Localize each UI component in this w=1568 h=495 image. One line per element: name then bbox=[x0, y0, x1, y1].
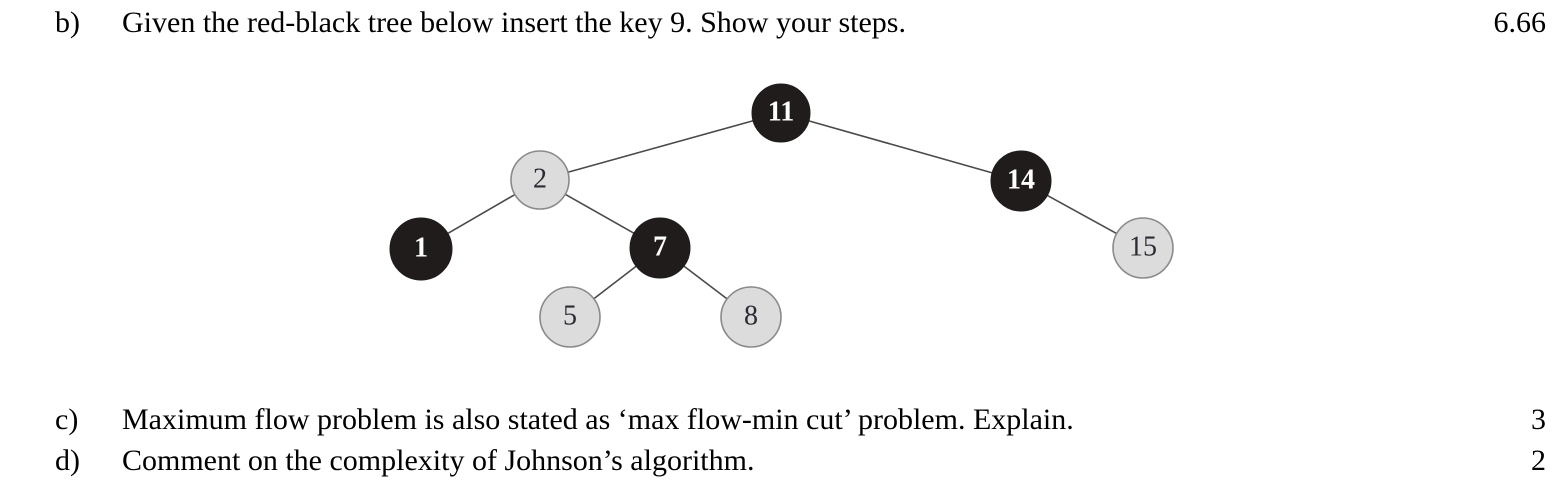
question-text-b: Given the red-black tree below insert th… bbox=[122, 6, 906, 39]
tree-node-circle-14 bbox=[990, 150, 1052, 212]
tree-node-2: 2 bbox=[510, 150, 570, 210]
question-label-d: d) bbox=[55, 444, 80, 477]
tree-node-label-11: 11 bbox=[768, 96, 794, 127]
tree-edge-11-2 bbox=[566, 119, 755, 174]
tree-node-7: 7 bbox=[629, 217, 691, 279]
tree-node-circle-1 bbox=[389, 217, 453, 281]
tree-node-8: 8 bbox=[720, 286, 782, 348]
tree-edge-7-8 bbox=[682, 264, 729, 301]
question-row-d: d) Comment on the complexity of Johnson’… bbox=[55, 446, 754, 476]
tree-node-label-14: 14 bbox=[1007, 164, 1035, 195]
tree-edge-11-14 bbox=[807, 119, 994, 174]
tree-node-label-5: 5 bbox=[563, 300, 577, 331]
question-marks-d: 2 bbox=[1531, 444, 1546, 477]
question-marks-c: 3 bbox=[1531, 403, 1546, 436]
tree-node-circle-11 bbox=[751, 83, 811, 143]
tree-node-label-2: 2 bbox=[533, 163, 547, 194]
tree-edge-7-5 bbox=[592, 265, 638, 300]
tree-edge-14-15 bbox=[1046, 194, 1118, 235]
tree-node-circle-5 bbox=[539, 286, 601, 348]
tree-node-layer: 11 2 14 1 7 15 5 8 bbox=[389, 83, 1174, 348]
tree-node-14: 14 bbox=[990, 150, 1052, 212]
tree-node-11: 11 bbox=[751, 83, 811, 143]
tree-node-label-8: 8 bbox=[744, 300, 758, 331]
red-black-tree-figure: 11 2 14 1 7 15 5 8 bbox=[389, 83, 1174, 348]
tree-node-circle-15 bbox=[1112, 217, 1174, 279]
tree-node-label-7: 7 bbox=[653, 231, 667, 262]
question-text-d: Comment on the complexity of Johnson’s a… bbox=[122, 444, 755, 477]
tree-node-circle-8 bbox=[720, 286, 782, 348]
question-marks-b: 6.66 bbox=[1493, 6, 1547, 39]
tree-node-circle-2 bbox=[510, 150, 570, 210]
tree-node-circle-7 bbox=[629, 217, 691, 279]
tree-edge-2-7 bbox=[563, 193, 636, 235]
tree-edge-layer bbox=[446, 119, 1118, 301]
tree-node-label-15: 15 bbox=[1129, 231, 1157, 262]
tree-edge-2-1 bbox=[446, 193, 517, 235]
question-row-c: c) Maximum flow problem is also stated a… bbox=[55, 405, 1074, 435]
tree-node-15: 15 bbox=[1112, 217, 1174, 279]
question-row-b: b) Given the red-black tree below insert… bbox=[55, 8, 906, 38]
question-label-b: b) bbox=[55, 6, 80, 39]
question-text-c: Maximum flow problem is also stated as ‘… bbox=[122, 403, 1074, 436]
tree-node-1: 1 bbox=[389, 217, 453, 281]
question-label-c: c) bbox=[55, 403, 79, 436]
tree-node-5: 5 bbox=[539, 286, 601, 348]
tree-node-label-1: 1 bbox=[414, 232, 428, 263]
